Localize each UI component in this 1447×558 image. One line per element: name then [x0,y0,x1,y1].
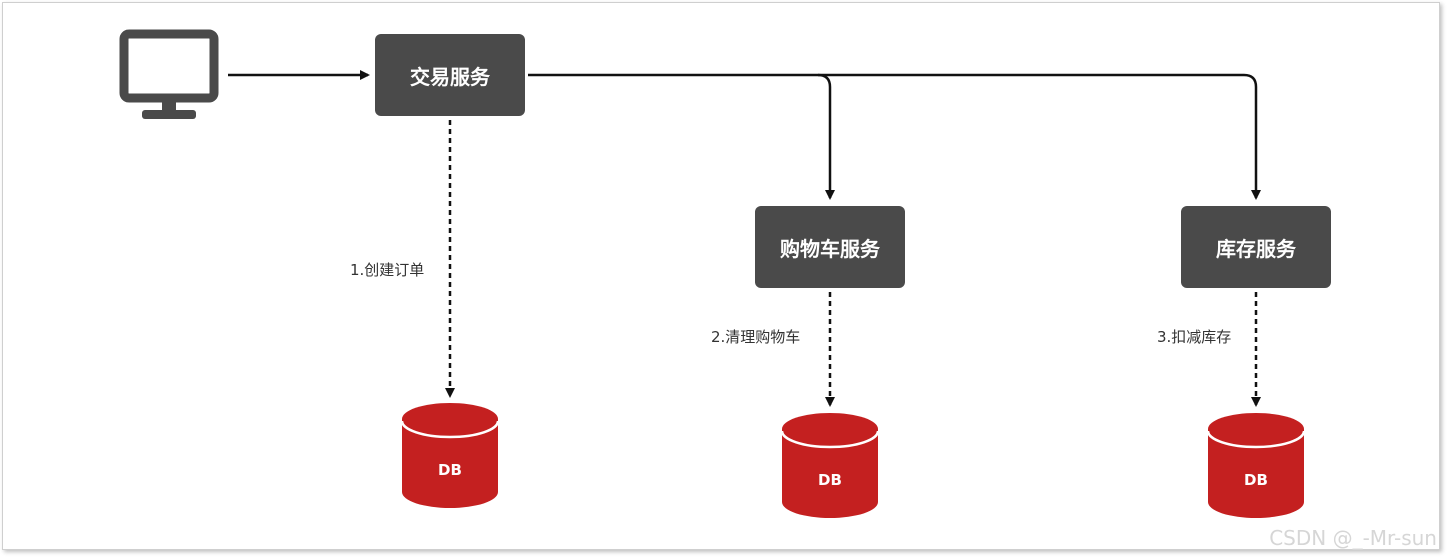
monitor-icon [119,29,219,119]
watermark: CSDN @_-Mr-sun [1269,526,1437,550]
arrow-trade-to-cart [528,73,835,200]
cart-service-node: 购物车服务 [755,206,905,288]
database-label-inventory: DB [1244,471,1268,489]
trade-service-node: 交易服务 [375,34,525,116]
database-label-cart: DB [818,471,842,489]
cart-service-label: 购物车服务 [780,236,880,261]
database-icon-trade [400,403,500,508]
database-icon-cart [780,413,880,518]
step-label-clear-cart: 2.清理购物车 [711,328,801,346]
arrow-trade-to-inventory [818,73,1261,200]
inventory-service-node: 库存服务 [1181,206,1331,288]
inventory-service-label: 库存服务 [1216,236,1296,261]
trade-service-label: 交易服务 [410,64,490,89]
step-label-deduct-stock: 3.扣减库存 [1157,328,1232,346]
database-icon-inventory [1206,413,1306,518]
step-label-create-order: 1.创建订单 [350,261,425,279]
database-label-trade: DB [438,461,462,479]
